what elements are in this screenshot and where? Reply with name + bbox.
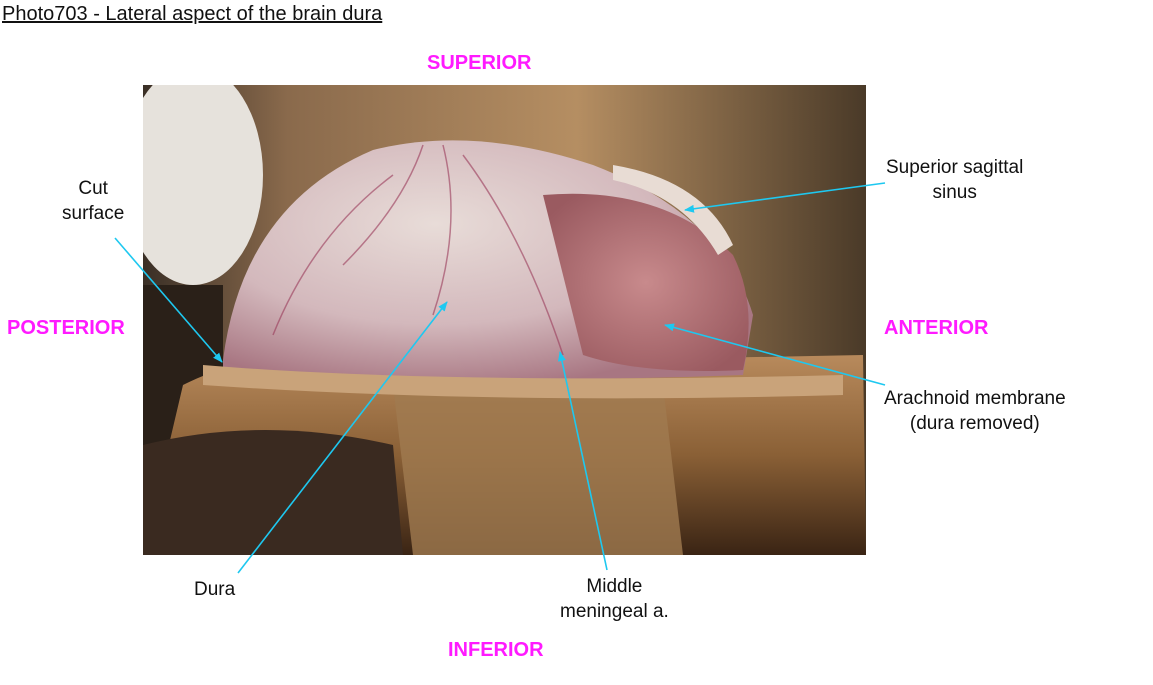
label-line: Middle xyxy=(586,576,643,597)
direction-posterior: POSTERIOR xyxy=(7,317,125,339)
label-middle-meningeal-artery: Middle meningeal a. xyxy=(560,574,669,624)
label-line: surface xyxy=(62,203,125,224)
label-line: Superior sagittal xyxy=(886,157,1024,178)
label-line: sinus xyxy=(932,182,977,203)
page-title: Photo703 - Lateral aspect of the brain d… xyxy=(2,3,383,25)
label-line: Cut xyxy=(78,178,108,199)
label-line: (dura removed) xyxy=(909,413,1040,434)
label-arachnoid-membrane: Arachnoid membrane (dura removed) xyxy=(884,386,1066,436)
label-line: Arachnoid membrane xyxy=(884,388,1066,409)
label-line: Dura xyxy=(194,579,236,600)
direction-superior: SUPERIOR xyxy=(427,52,532,74)
label-superior-sagittal-sinus: Superior sagittal sinus xyxy=(886,155,1023,205)
direction-inferior: INFERIOR xyxy=(448,639,544,661)
direction-anterior: ANTERIOR xyxy=(884,317,989,339)
label-cut-surface: Cut surface xyxy=(62,176,124,226)
label-line: meningeal a. xyxy=(560,601,669,622)
brain-dura-photo xyxy=(143,85,866,555)
label-dura: Dura xyxy=(194,577,235,602)
